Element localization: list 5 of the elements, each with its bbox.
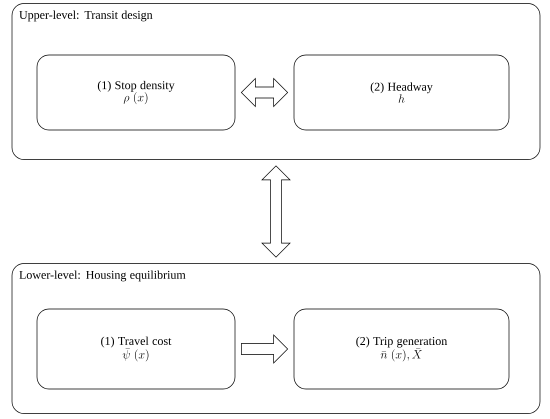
process-box: (1) Travel cost $\bar{\psi}\ (x)$ xyxy=(36,308,236,390)
process-box: (2) Trip generation $\bar{n}\ (x), \bar{X}$ xyxy=(294,308,510,390)
block-arrow xyxy=(241,334,288,364)
process-box: (2) Headway $h$ xyxy=(294,54,510,130)
process-box: (1) Stop density $\rho\ (x)$ xyxy=(36,54,236,130)
